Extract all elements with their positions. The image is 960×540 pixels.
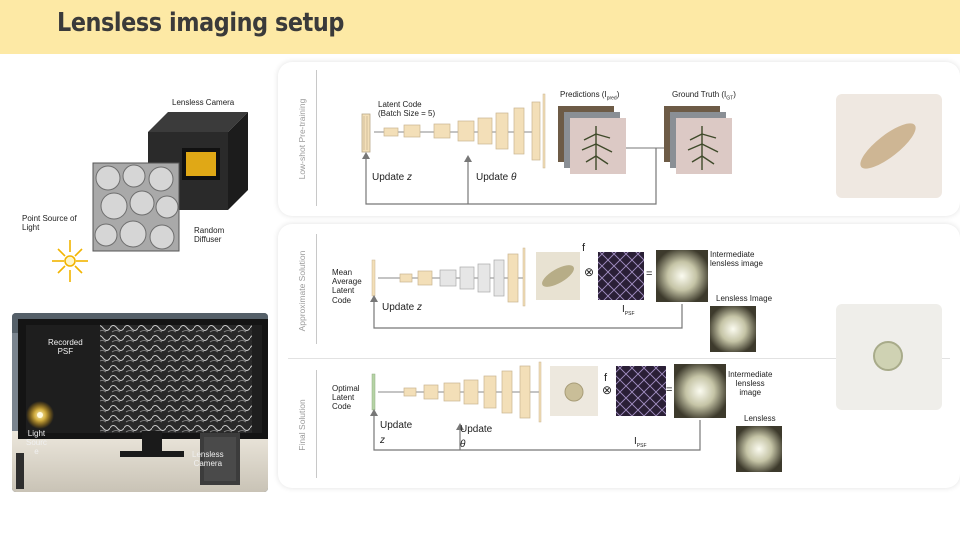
- approx-lensless-label: Lensless Image: [716, 294, 773, 303]
- final-equals: =: [666, 384, 673, 396]
- random-diffuser-label: Random Diffuser: [194, 226, 225, 245]
- approx-conv-symbol: ⊗: [584, 265, 595, 279]
- final-psf-label: IPSF: [634, 436, 647, 449]
- pretraining-latent-label: Latent Code (Batch Size = 5): [378, 100, 436, 119]
- update-theta-label: Update θ: [476, 172, 517, 183]
- approx-latent-label: Mean Average Latent Code: [332, 268, 362, 305]
- lensless-camera-photo-label: Lensless Camera: [192, 450, 224, 469]
- recorded-psf-label: Recorded PSF: [48, 338, 83, 357]
- ground-truth-label: Ground Truth (IGT): [672, 90, 736, 102]
- pretraining-panel: Low-shot Pre-training: [278, 62, 960, 216]
- light-source-label: Light Sourc e: [26, 429, 47, 457]
- approx-psf-label: IPSF: [622, 304, 635, 317]
- lab-photo: Recorded PSF Light Sourc e Lensless Came…: [12, 313, 268, 492]
- setup-schematic-drawing: [52, 112, 248, 282]
- approx-equals: =: [646, 268, 653, 280]
- final-f-symbol: f: [604, 372, 608, 384]
- update-z-label: Update z: [372, 172, 413, 183]
- slide-title: Lensless imaging setup: [57, 8, 344, 38]
- pretraining-diagram: [316, 70, 942, 206]
- title-bar: Lensless imaging setup: [0, 0, 960, 54]
- approx-f-symbol: f: [582, 242, 586, 254]
- solution-diagram: [288, 234, 950, 478]
- final-latent-label: Optimal Latent Code: [332, 384, 360, 412]
- setup-schematic: Lensless Camera Point Source of Light Ra…: [0, 60, 270, 290]
- approx-intermediate-label: Intermediate lensless image: [710, 250, 763, 269]
- predictions-label: Predictions (Ipred): [560, 90, 620, 102]
- approx-update-z-label: Update z: [382, 302, 423, 313]
- final-lensless-label: Lensless: [744, 414, 776, 423]
- final-conv-symbol: ⊗: [602, 383, 613, 397]
- final-intermediate-label: Intermediate lensless image: [728, 370, 773, 398]
- lab-photo-drawing: [12, 313, 268, 492]
- lensless-camera-label: Lensless Camera: [172, 98, 235, 107]
- point-source-label: Point Source of Light: [22, 214, 77, 233]
- solution-panel: Approximate Solution Final Solution: [278, 224, 960, 488]
